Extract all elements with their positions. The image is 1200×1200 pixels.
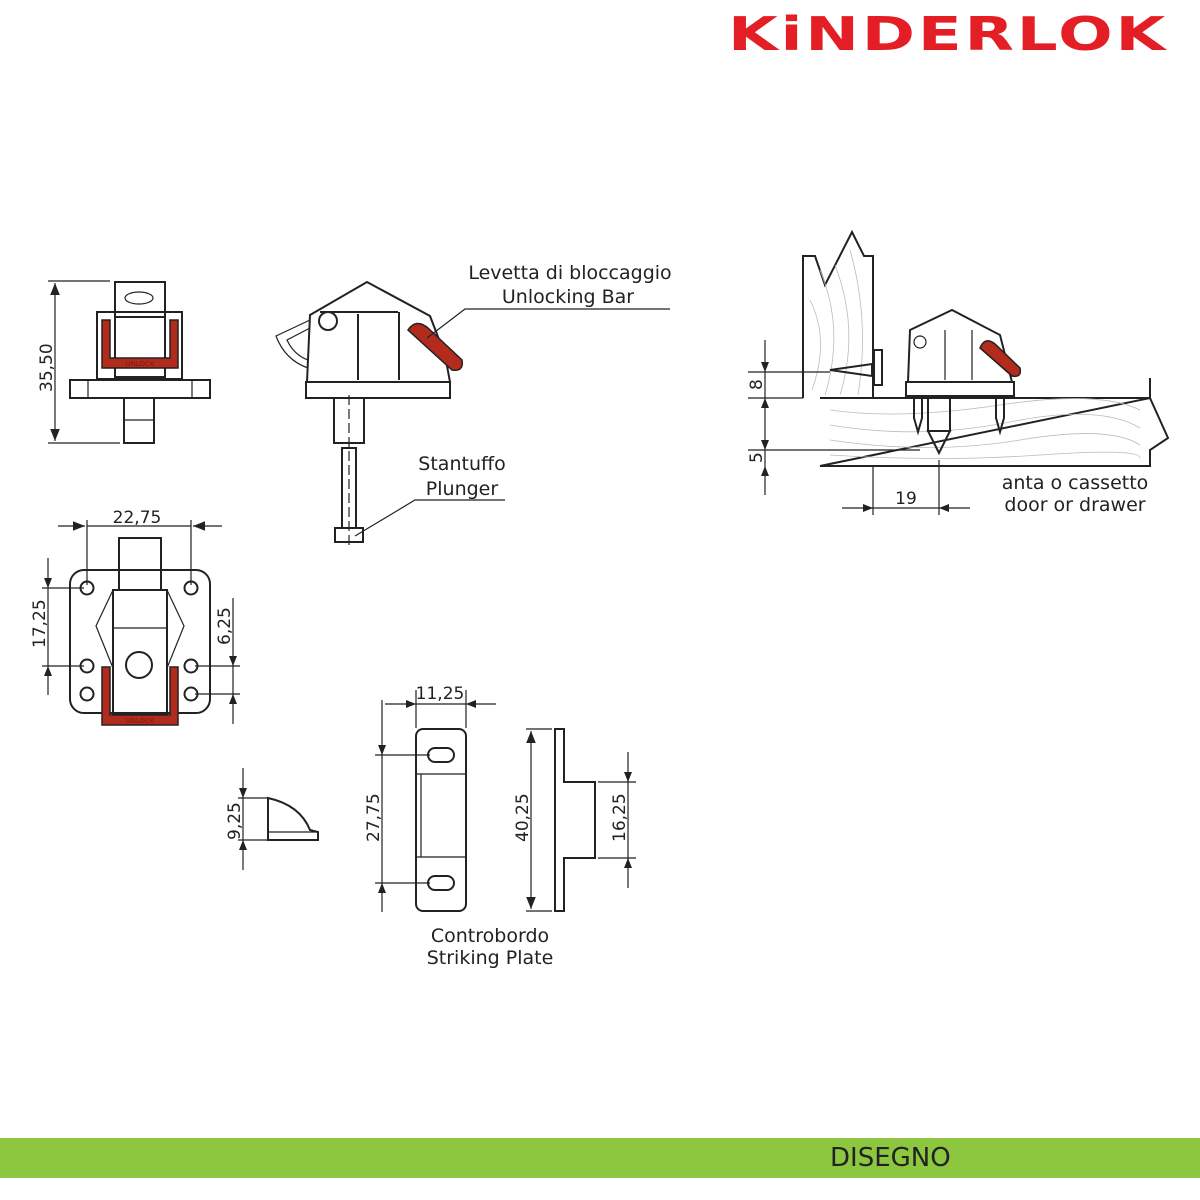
dim-width-holes: 22,75 [113,508,162,528]
dim-install-19: 19 [895,489,917,509]
label-unlocking-bar-it: Levetta di bloccaggio [468,262,671,284]
dim-plate-length: 40,25 [513,793,533,842]
dim-install-8: 8 [747,379,767,390]
dim-install-5: 5 [747,452,767,463]
unlock-tag-front: UNLOCK [126,360,155,368]
dim-plate-slot-spacing: 27,75 [364,793,384,842]
label-unlocking-bar-en: Unlocking Bar [502,286,634,308]
dim-plate-width: 11,25 [416,684,465,704]
footer-label: DISEGNO [830,1143,951,1173]
striking-plate: 11,25 27,75 40,25 16,25 [364,684,636,912]
label-plunger-it: Stantuffo [418,453,505,475]
dim-plate-lip: 16,25 [610,793,630,842]
installation-view: 8 5 19 [747,229,1170,515]
label-striking-plate-it: Controbordo [431,925,549,947]
label-striking-plate-en: Striking Plate [427,947,554,969]
label-plunger-en: Plunger [426,478,499,500]
dim-hole-offset: 6,25 [215,607,235,645]
label-door-it: anta o cassetto [1002,472,1149,494]
dim-block-height: 9,25 [225,802,245,840]
label-door-en: door or drawer [1004,494,1145,516]
front-view: 35,50 [37,280,211,444]
dim-height-total: 35,50 [37,343,57,392]
top-view: 22,75 17,25 6,25 [30,508,240,726]
side-view [275,280,670,545]
unlock-tag-top: UNLOCK [126,717,155,725]
block-view: 9,25 [225,768,319,870]
brand-logo: KiNDERLOK [728,7,1168,61]
unlocking-bar [407,322,464,372]
footer-bar: DISEGNO [0,1138,1200,1178]
dim-hole-spacing-v: 17,25 [30,599,50,648]
